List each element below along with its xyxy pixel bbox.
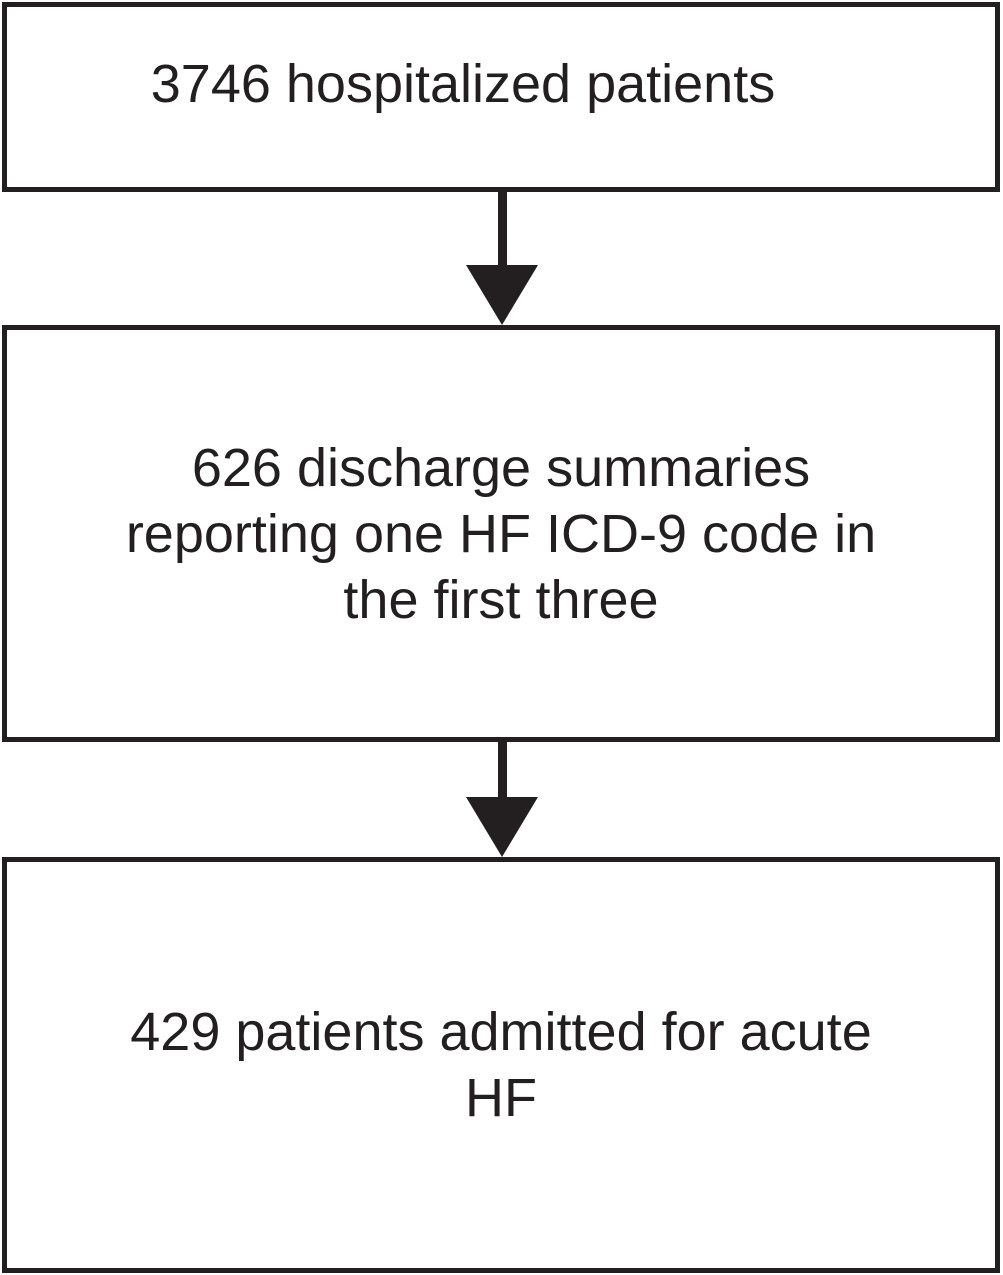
arrow-head [466,797,538,857]
flow-box-acute-hf-admissions: 429 patients admitted for acute HF [2,857,1000,1273]
flow-box-text-line: 3746 hospitalized patients [150,54,776,114]
arrow-stem [498,742,507,799]
flow-box-text-line: 626 discharge summaries [191,437,811,498]
flow-box-hospitalized-patients: 3746 hospitalized patients [2,2,1000,192]
flow-box-text-line: the first three [343,569,659,630]
arrow-head [466,265,538,325]
flow-box-discharge-summaries: 626 discharge summaries reporting one HF… [2,325,1000,742]
flow-box-text-line: HF [465,1068,537,1128]
flow-box-text-line: reporting one HF ICD-9 code in [125,503,877,564]
flow-box-text-line: 429 patients admitted for acute [130,1002,872,1062]
arrow-stem [498,192,507,269]
